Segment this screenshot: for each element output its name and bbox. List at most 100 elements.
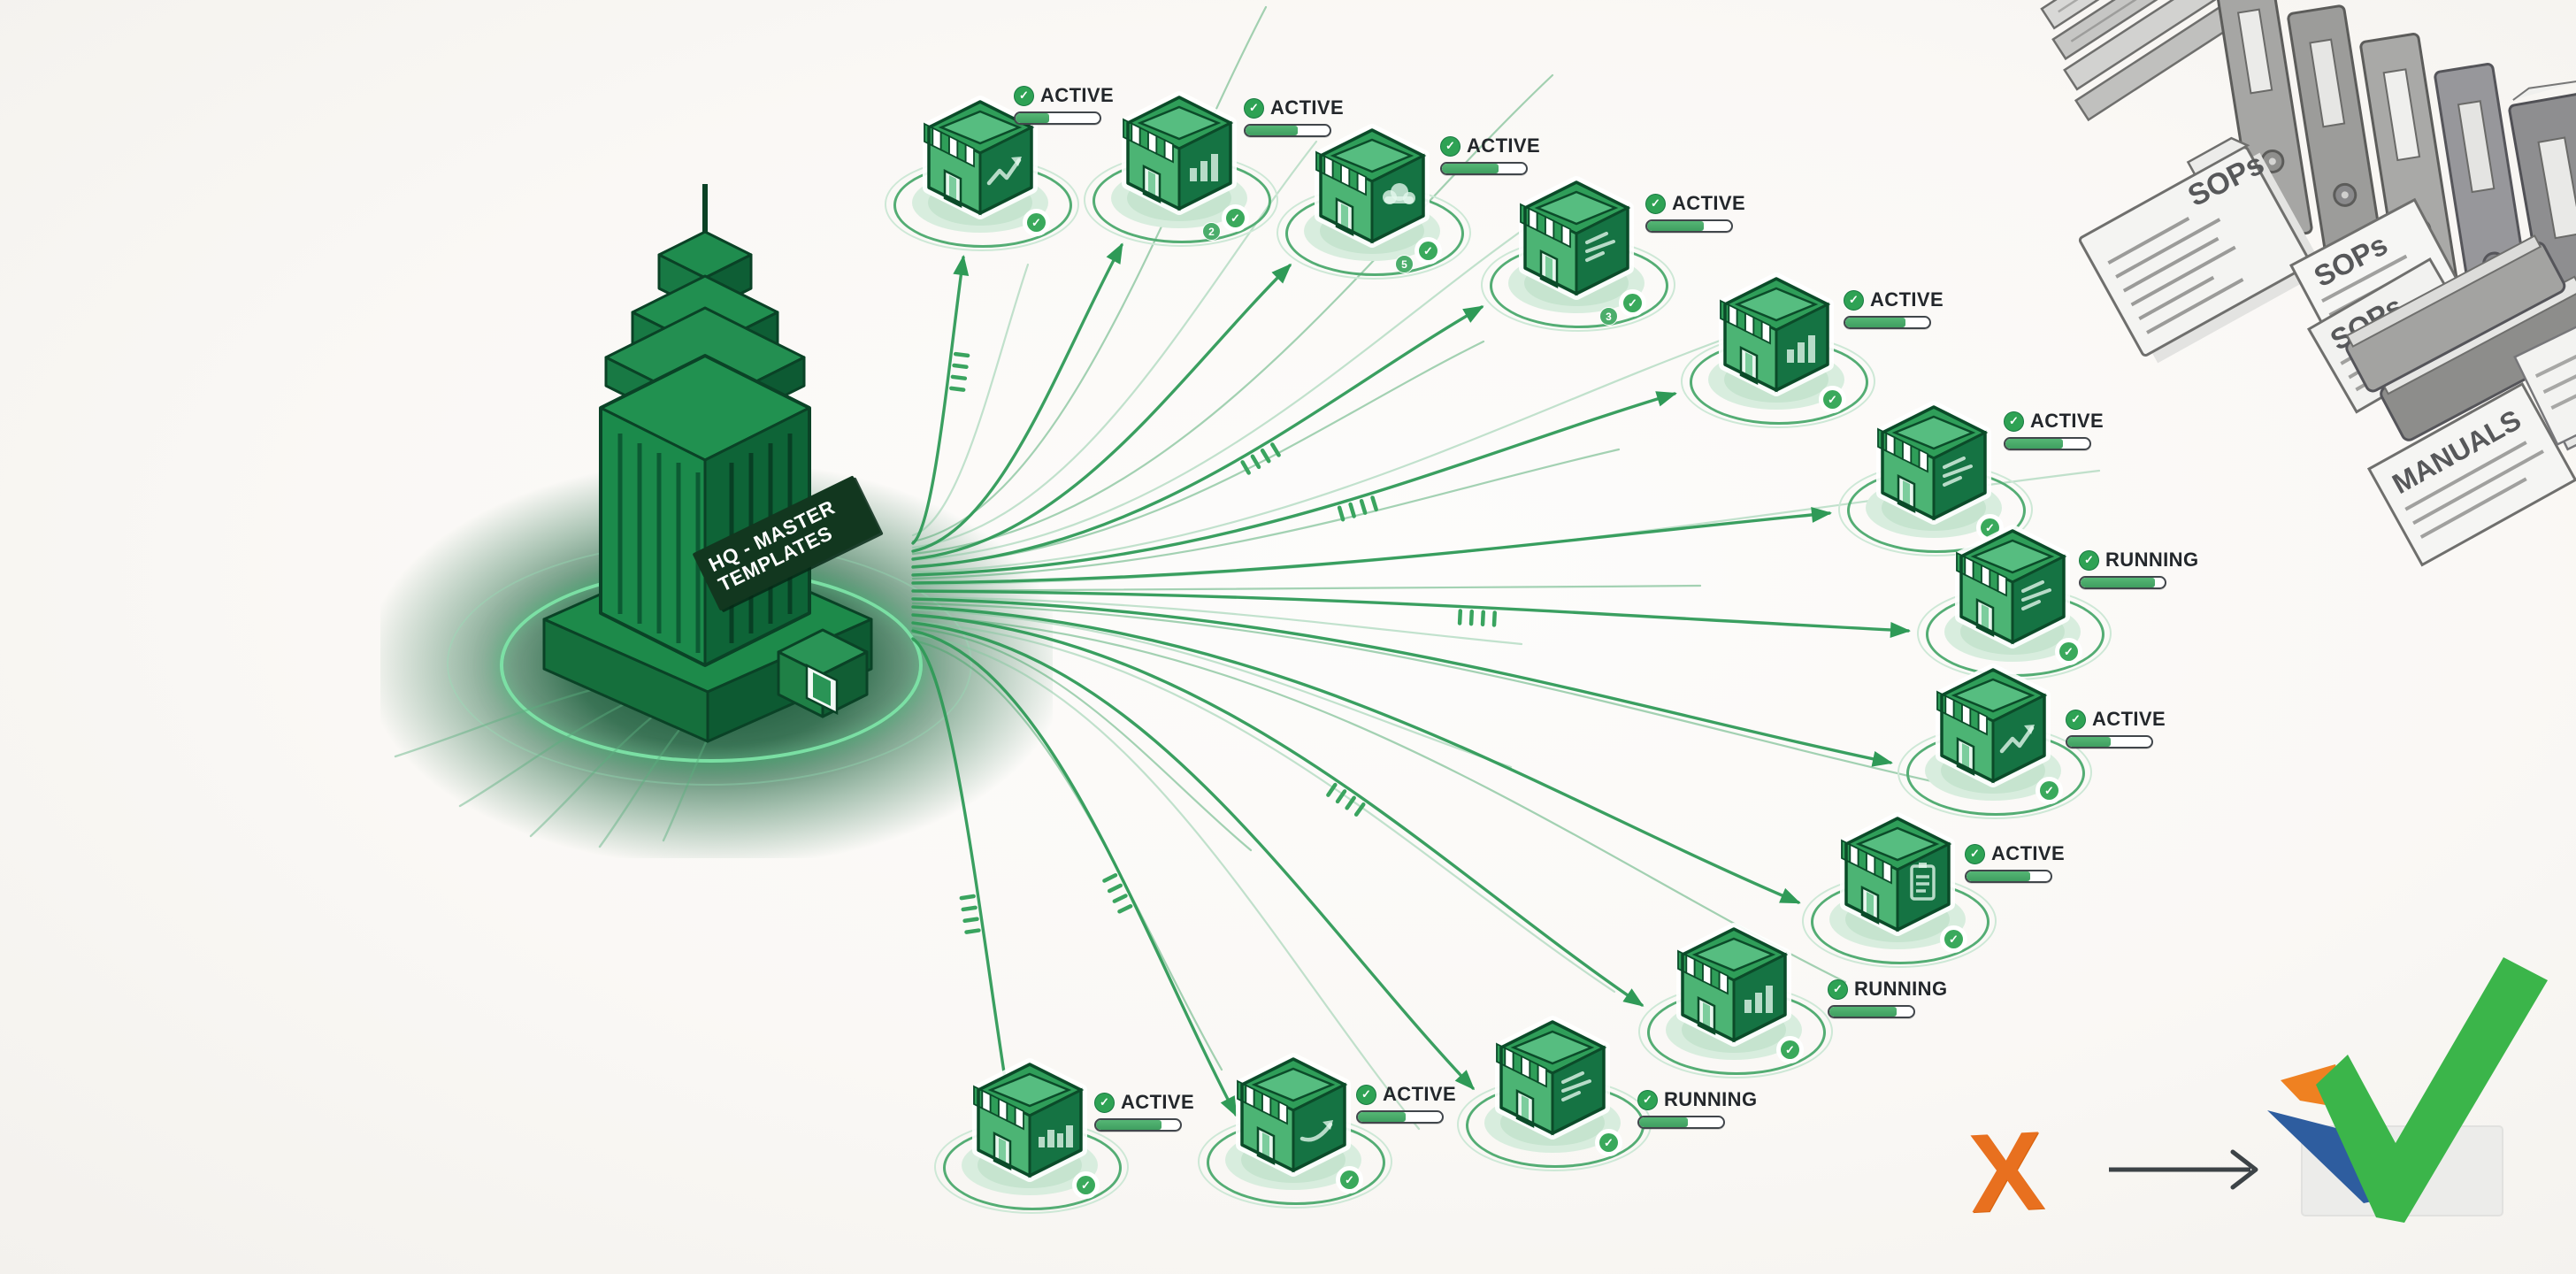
arrowhead-icon (1811, 506, 1832, 523)
document-slab-stack-icon (2040, 0, 2320, 122)
sync-tick-icon (1112, 894, 1128, 903)
arrowhead-icon (1106, 242, 1123, 265)
arrowhead-icon (1779, 887, 1801, 904)
storefront-icon (1122, 91, 1237, 215)
storefront-icon (1876, 401, 1991, 525)
progress-fill (1647, 221, 1704, 231)
status-check-icon: ✓ (1965, 843, 1985, 864)
status-label: RUNNING (2105, 549, 2199, 571)
check-logo-icon (2267, 957, 2548, 1223)
status-badge: ✓ ACTIVE (1244, 96, 1344, 137)
ring-check-icon: ✓ (1416, 239, 1440, 263)
sync-tick-icon (1353, 802, 1366, 817)
progress-bar (1094, 1118, 1182, 1132)
status-badge: ✓ ACTIVE (1440, 134, 1540, 175)
sync-tick-icon (1370, 495, 1378, 512)
storefront-icon (1719, 272, 1834, 396)
status-check-icon: ✓ (1440, 135, 1460, 157)
arrowhead-icon (1454, 1070, 1476, 1091)
status-check-icon: ✓ (2004, 411, 2024, 432)
progress-fill (2067, 737, 2112, 747)
status-check-icon: ✓ (1637, 1089, 1658, 1110)
status-label: ACTIVE (2030, 410, 2104, 432)
progress-bar (1645, 219, 1733, 233)
sync-tick-icon (952, 363, 969, 370)
arrowhead-icon (1622, 988, 1644, 1007)
arrowhead-icon (1890, 621, 1911, 638)
status-label: RUNNING (1854, 978, 1948, 1000)
sync-tick-icon (1270, 442, 1281, 457)
status-badge: ✓ ACTIVE (1094, 1091, 1194, 1132)
progress-fill (1246, 126, 1298, 135)
status-label: ACTIVE (1672, 192, 1746, 214)
ring-check-icon: ✓ (1942, 927, 1966, 951)
storefront-icon (1936, 664, 2051, 787)
status-check-icon: ✓ (1645, 193, 1666, 214)
arrowhead-icon (1271, 263, 1292, 284)
progress-bar (1828, 1005, 1915, 1018)
progress-bar (1637, 1116, 1725, 1129)
ring-check-icon: ✓ (1338, 1168, 1361, 1192)
ring-number-badge: 2 (1202, 222, 1221, 241)
ring-check-icon: ✓ (1223, 206, 1247, 230)
progress-fill (2081, 578, 2155, 587)
status-label: RUNNING (1664, 1088, 1758, 1110)
x-mark: X (1966, 1107, 2047, 1237)
storefront-icon (1840, 812, 1955, 936)
storefront-icon (1236, 1053, 1351, 1177)
progress-fill (1016, 113, 1049, 123)
ring-check-icon: ✓ (2037, 779, 2061, 802)
status-badge: ✓ ACTIVE (1645, 192, 1745, 233)
sync-tick-icon (950, 374, 968, 380)
sync-tick-icon (1250, 454, 1261, 470)
status-badge: ✓ ACTIVE (1965, 842, 2065, 883)
progress-bar (2004, 437, 2091, 450)
sync-tick-icon (959, 894, 976, 901)
status-check-icon: ✓ (1014, 85, 1034, 106)
sync-tick-icon (1117, 903, 1133, 914)
ring-check-icon: ✓ (1778, 1038, 1802, 1062)
sync-tick-icon (1468, 609, 1475, 626)
storefront-icon (1519, 176, 1634, 300)
progress-fill (2005, 439, 2063, 449)
sync-tick-icon (1480, 610, 1485, 627)
status-label: ACTIVE (1040, 84, 1115, 106)
sync-tick-icon (1102, 872, 1118, 883)
status-label: ACTIVE (2092, 708, 2166, 730)
status-label: ACTIVE (1383, 1083, 1457, 1105)
status-label: ACTIVE (1270, 96, 1345, 119)
status-check-icon: ✓ (2079, 549, 2099, 571)
status-check-icon: ✓ (1094, 1092, 1115, 1113)
status-badge: ✓ RUNNING (1828, 978, 1947, 1018)
status-check-icon: ✓ (1844, 289, 1864, 311)
status-label: ACTIVE (1467, 134, 1541, 157)
progress-fill (1966, 871, 2031, 881)
status-badge: ✓ ACTIVE (1356, 1083, 1456, 1124)
arrowhead-icon (953, 255, 970, 277)
sync-tick-icon (1107, 883, 1123, 894)
sync-tick-icon (1326, 782, 1338, 797)
progress-fill (1639, 1117, 1689, 1127)
sync-tick-icon (1260, 448, 1271, 464)
storefront-icon (1315, 124, 1430, 248)
sync-tick-icon (1335, 789, 1347, 804)
status-label: ACTIVE (1991, 842, 2066, 864)
status-badge: ✓ ACTIVE (2004, 410, 2104, 450)
sync-tick-icon (962, 917, 979, 924)
progress-fill (1096, 1120, 1162, 1130)
ring-check-icon: ✓ (1074, 1173, 1098, 1197)
storefront-icon (923, 96, 1038, 219)
progress-bar (1014, 111, 1101, 125)
ring-check-icon: ✓ (1024, 211, 1048, 234)
progress-fill (1442, 164, 1499, 173)
progress-fill (1845, 318, 1906, 327)
sync-tick-icon (961, 905, 978, 912)
status-badge: ✓ ACTIVE (2066, 708, 2166, 748)
sync-tick-icon (1491, 610, 1497, 627)
sync-tick-icon (953, 351, 970, 358)
ring-check-icon: ✓ (1621, 291, 1644, 315)
status-badge: ✓ ACTIVE (1014, 84, 1114, 125)
progress-bar (2079, 576, 2166, 589)
progress-bar (1440, 162, 1528, 175)
